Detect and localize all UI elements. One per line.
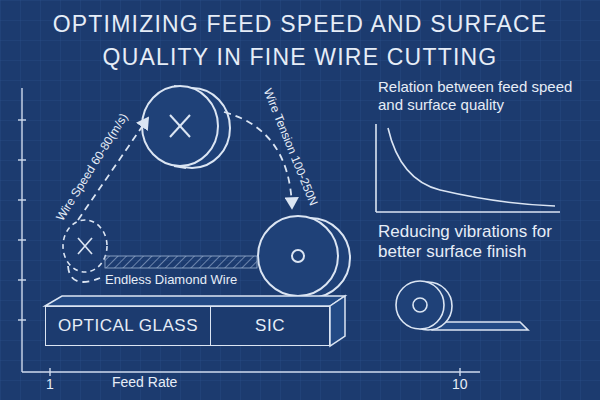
wire-tension-label: Wire Tension 100-250N [260,86,320,207]
material-label: OPTICAL GLASS [58,316,198,336]
wire-roll [396,281,528,330]
workpiece-block: OPTICAL GLASS [45,306,211,346]
left-pulley [63,220,107,272]
chart-caption: Relation between feed speed and surface … [378,78,578,114]
feed-quality-chart [376,124,560,212]
wire-label: Endless Diamond Wire [105,272,237,288]
workpiece-block: SIC [210,306,330,346]
right-pulley [258,216,350,298]
material-label: SIC [255,316,285,336]
left-pulley-x [78,238,92,254]
vibration-note: Reducing vibrations for better surface f… [378,222,588,263]
wire-speed-label: Wire Speed 60-80(m/s) [53,111,131,224]
axis-label: Feed Rate [112,374,177,391]
tick-label: 1 [46,376,54,393]
workpiece-side [330,296,345,346]
workpiece-top [45,296,345,306]
top-pulley [142,86,230,168]
tick-label: 10 [452,376,468,393]
title: OPTIMIZING FEED SPEED AND SURFACE QUALIT… [30,8,570,74]
diamond-wire-band [105,256,257,268]
